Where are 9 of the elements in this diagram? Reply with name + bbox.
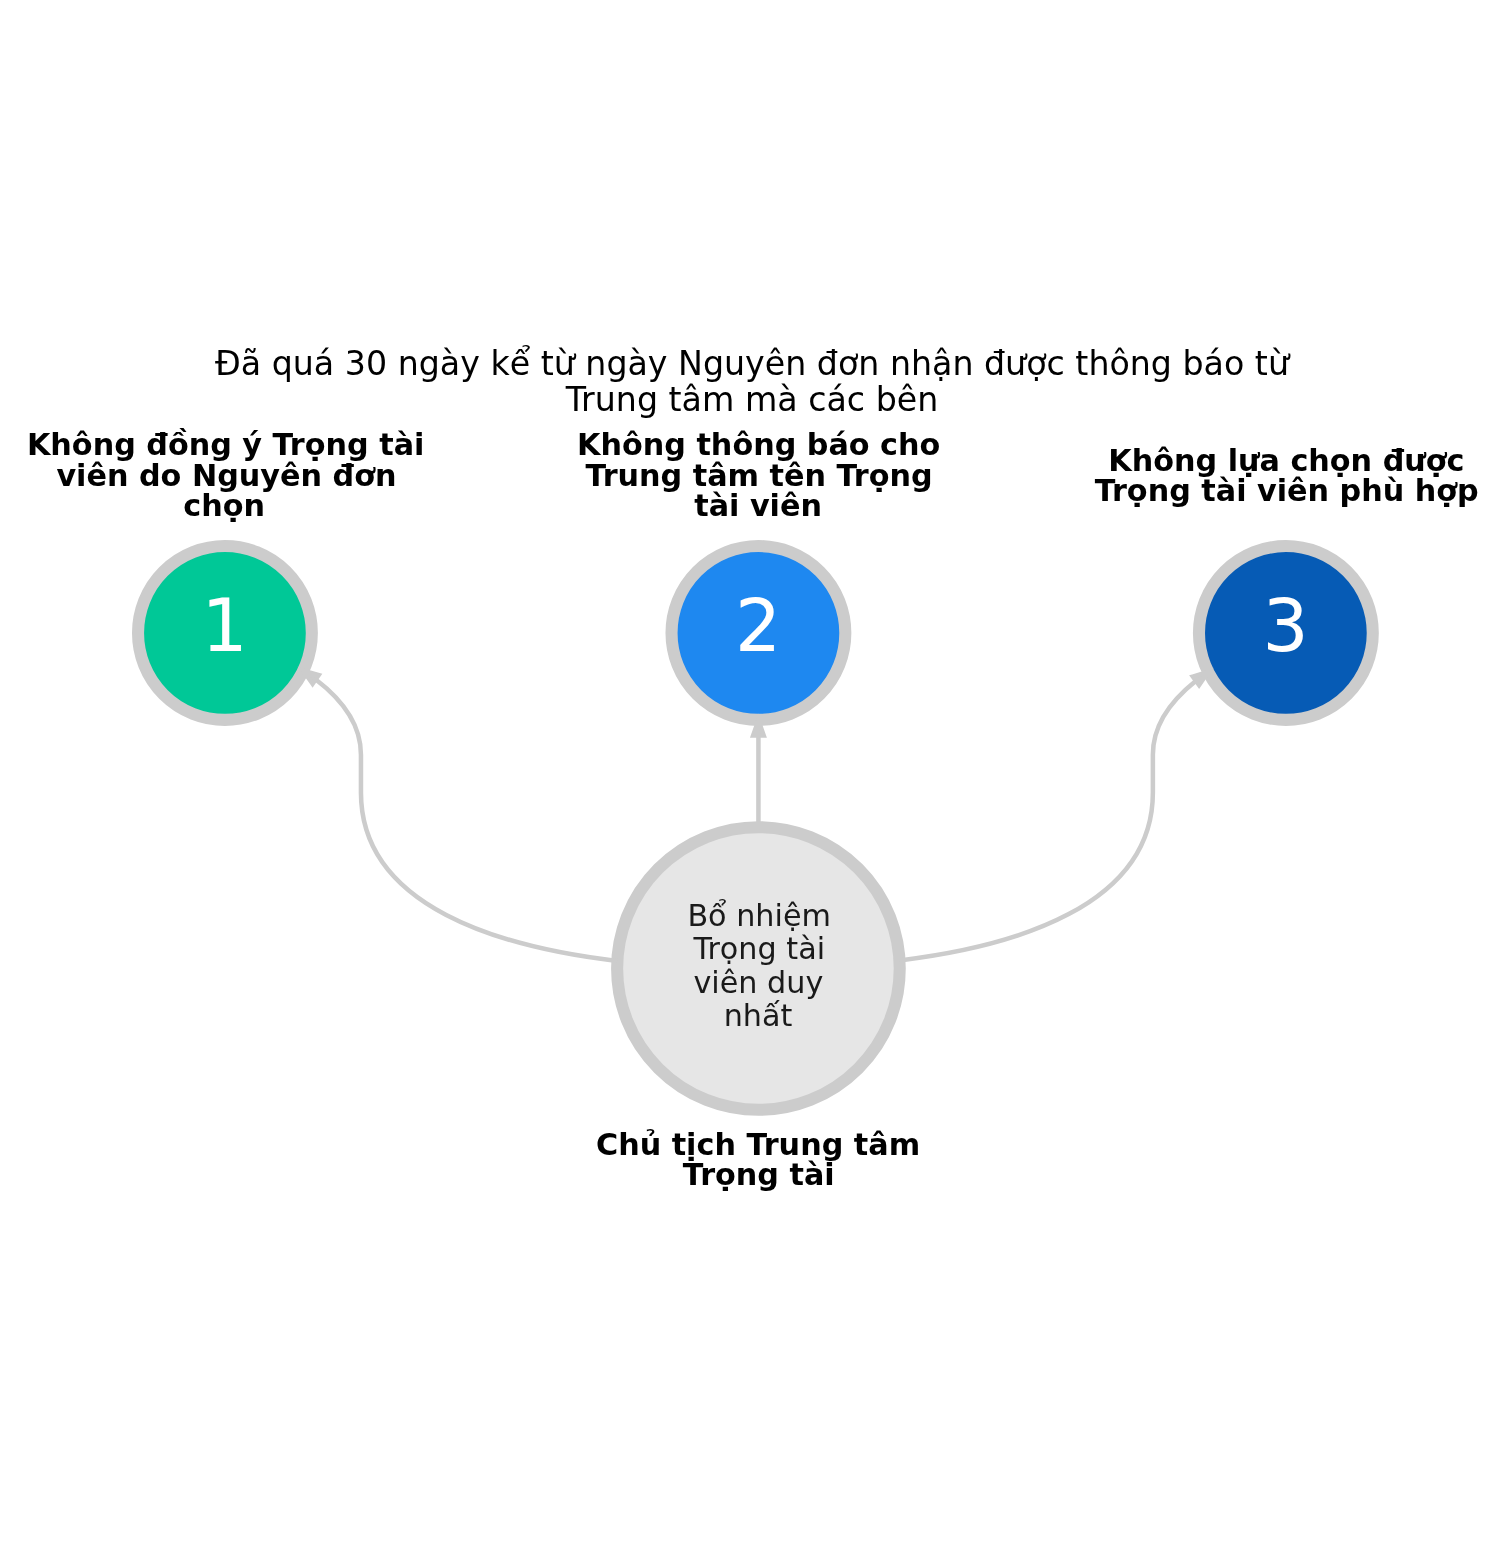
diagram-title: Đã quá 30 ngày kể từ ngày Nguyên đơn nhận được thông báo từ Trung tâm mà các bên: [215, 343, 1289, 419]
node-circle: Bổ nhiệm Trọng tài viên duy nhất: [611, 821, 906, 1116]
node-label: Chủ tịch Trung tâm Trọng tài: [595, 1127, 921, 1193]
node-label: Không thông báo cho Trung tâm tên Trọng tài viên: [577, 427, 941, 523]
node-circle: 3: [1192, 540, 1379, 726]
node-circle: 1: [132, 540, 318, 726]
node-circle: 2: [665, 540, 852, 726]
node-label: Không lựa chọn được Trọng tài viên phù hợp: [1094, 442, 1479, 508]
node-label: Không đồng ý Trọng tài viên do Nguyên đơn chọn: [26, 427, 425, 523]
